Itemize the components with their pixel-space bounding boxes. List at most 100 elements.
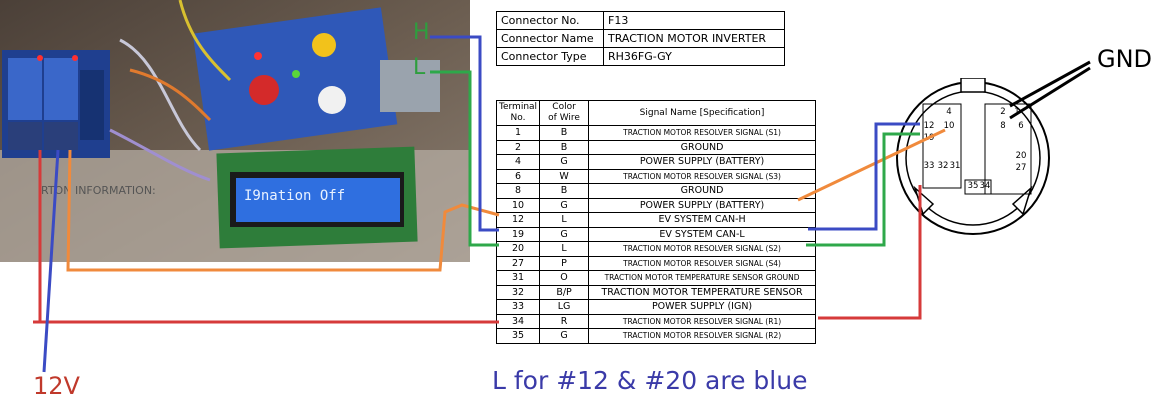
pin-terminal-cell: 4: [495, 154, 541, 170]
signal-header: Signal Name [Specification]: [588, 100, 817, 126]
socket-pin-label: 20: [1016, 151, 1027, 161]
pin-terminal-cell: 27: [495, 255, 541, 271]
pin-color-cell: L: [539, 212, 590, 228]
pin-signal-cell: POWER SUPPLY (BATTERY): [588, 197, 817, 213]
socket-pin-label: 34: [980, 181, 991, 191]
hardware-photo: [0, 0, 470, 262]
pin-terminal-cell: 19: [495, 226, 541, 242]
can-l-label: L: [413, 55, 426, 80]
pin-terminal-cell: 12: [495, 212, 541, 228]
pin-signal-cell: GROUND: [588, 183, 817, 199]
connector-info-key: Connector Name: [496, 29, 604, 48]
socket-pin-label: 10: [944, 121, 955, 131]
pin-signal-cell: TRACTION MOTOR RESOLVER SIGNAL (S2): [588, 241, 817, 257]
pin-signal-cell: GROUND: [588, 139, 817, 155]
connector-info-row: Connector Name TRACTION MOTOR INVERTER: [496, 29, 785, 48]
pin-color-cell: LG: [539, 299, 590, 315]
connector-info-value: TRACTION MOTOR INVERTER: [603, 29, 785, 48]
pin-terminal-cell: 32: [495, 284, 541, 300]
pin-signal-cell: TRACTION MOTOR RESOLVER SIGNAL (R2): [588, 328, 817, 344]
pin-signal-cell: POWER SUPPLY (BATTERY): [588, 154, 817, 170]
pin-color-cell: B: [539, 183, 590, 199]
pin-assignment-table: Terminal No. Color of Wire Signal Name […: [495, 100, 817, 344]
socket-pin-label: 32: [938, 161, 949, 171]
socket-pin-label: 19: [924, 133, 935, 143]
can-h-label: H: [413, 20, 430, 45]
pin-terminal-cell: 6: [495, 168, 541, 184]
pin-color-cell: R: [539, 313, 590, 329]
pin-signal-cell: TRACTION MOTOR TEMPERATURE SENSOR: [588, 284, 817, 300]
board-printed-text: RTON INFORMATION:: [41, 184, 156, 197]
connector-info-value: F13: [603, 11, 785, 30]
color-header-line2: of Wire: [548, 113, 580, 123]
pin-terminal-cell: 8: [495, 183, 541, 199]
pin-signal-cell: EV SYSTEM CAN-L: [588, 226, 817, 242]
socket-pin-label: 6: [1018, 121, 1023, 131]
12v-label: 12V: [33, 372, 80, 400]
connector-info-row: Connector Type RH36FG-GY: [496, 47, 785, 66]
pin-table-header: Terminal No. Color of Wire Signal Name […: [495, 100, 817, 126]
pin-color-cell: W: [539, 168, 590, 184]
color-header: Color of Wire: [539, 100, 590, 126]
connector-info-value: RH36FG-GY: [603, 47, 785, 66]
socket-pin-label: 35: [968, 181, 979, 191]
color-header-line1: Color: [552, 102, 576, 112]
pin-signal-cell: TRACTION MOTOR TEMPERATURE SENSOR GROUND: [588, 270, 817, 286]
terminal-header-line2: No.: [510, 113, 526, 123]
pin-color-cell: G: [539, 197, 590, 213]
lcd-display-text: I9nation Off: [244, 188, 346, 204]
pin-color-cell: P: [539, 255, 590, 271]
pin-color-cell: L: [539, 241, 590, 257]
pin-signal-cell: TRACTION MOTOR RESOLVER SIGNAL (S3): [588, 168, 817, 184]
gnd-label: GND: [1097, 45, 1153, 73]
socket-pin-label: 2: [1000, 107, 1005, 117]
connector-info-table: Connector No. F13 Connector Name TRACTIO…: [496, 11, 785, 66]
pin-signal-cell: POWER SUPPLY (IGN): [588, 299, 817, 315]
socket-pin-label: 1: [1014, 107, 1019, 117]
socket-pin-label: 8: [1000, 121, 1005, 131]
pin-signal-cell: TRACTION MOTOR RESOLVER SIGNAL (S4): [588, 255, 817, 271]
connector-info-key: Connector Type: [496, 47, 604, 66]
pin-color-cell: B/P: [539, 284, 590, 300]
socket-pin-label: 4: [946, 107, 951, 117]
pin-terminal-cell: 34: [495, 313, 541, 329]
pin-signal-cell: TRACTION MOTOR RESOLVER SIGNAL (R1): [588, 313, 817, 329]
pin-terminal-cell: 2: [495, 139, 541, 155]
connector-info-row: Connector No. F13: [496, 11, 785, 30]
pin-color-cell: G: [539, 226, 590, 242]
socket-pin-label: 31: [950, 161, 961, 171]
pin-terminal-cell: 20: [495, 241, 541, 257]
pin-signal-cell: EV SYSTEM CAN-H: [588, 212, 817, 228]
pin-terminal-cell: 10: [495, 197, 541, 213]
pin-signal-cell: TRACTION MOTOR RESOLVER SIGNAL (S1): [588, 125, 817, 141]
pin-color-cell: G: [539, 328, 590, 344]
pin-color-cell: O: [539, 270, 590, 286]
pin-color-cell: B: [539, 125, 590, 141]
pin-terminal-cell: 33: [495, 299, 541, 315]
pin-terminal-cell: 35: [495, 328, 541, 344]
color-note-label: L for #12 & #20 are blue: [492, 366, 808, 395]
terminal-header: Terminal No.: [495, 100, 541, 126]
socket-pin-label: 27: [1016, 163, 1027, 173]
socket-pin-label: 12: [924, 121, 935, 131]
pin-color-cell: B: [539, 139, 590, 155]
socket-pin-label: 33: [924, 161, 935, 171]
pin-color-cell: G: [539, 154, 590, 170]
